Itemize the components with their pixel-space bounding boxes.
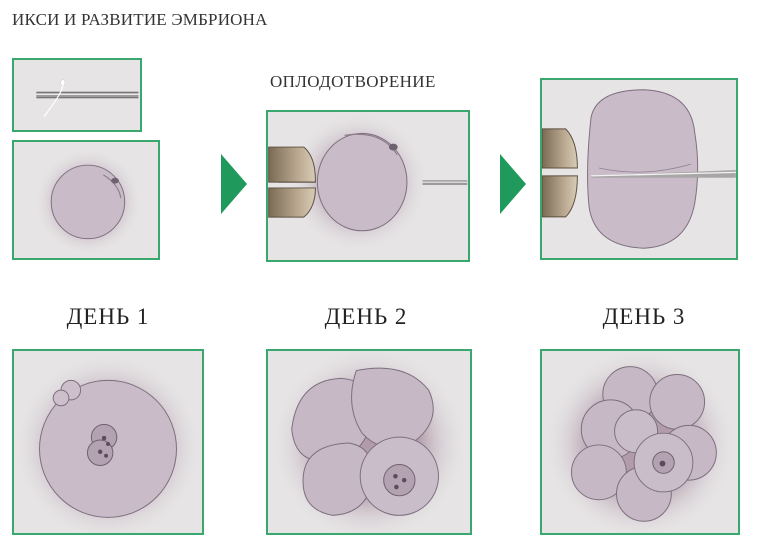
arrow-right-icon	[500, 154, 526, 214]
sperm-icon	[43, 79, 66, 118]
panel-egg	[12, 140, 160, 260]
day-3-label: ДЕНЬ 3	[602, 304, 686, 329]
zygote-illustration	[14, 351, 202, 533]
fertilization-illustration	[268, 112, 468, 260]
fertilization-label: ОПЛОДОТВОРЕНИЕ	[270, 72, 436, 91]
needle-icon	[422, 180, 468, 186]
day-2-label: ДЕНЬ 2	[324, 304, 408, 329]
injection-illustration	[542, 80, 736, 258]
pipette-icon	[542, 128, 578, 218]
panel-day-2	[266, 349, 472, 535]
page-title: ИКСИ И РАЗВИТИЕ ЭМБРИОНА	[12, 10, 268, 29]
pipette-icon	[268, 146, 316, 218]
panel-fertilization	[266, 110, 470, 262]
arrow-right-icon	[221, 154, 247, 214]
needle-icon	[591, 169, 736, 178]
needle-sperm-illustration	[15, 60, 139, 130]
four-cell-embryo-illustration	[268, 351, 470, 533]
panel-needle-sperm	[12, 58, 142, 132]
egg-illustration	[14, 142, 158, 258]
panel-day-1	[12, 349, 204, 535]
eight-cell-embryo-illustration	[542, 351, 738, 533]
panel-day-3	[540, 349, 740, 535]
day-1-label: ДЕНЬ 1	[66, 304, 150, 329]
panel-injection	[540, 78, 738, 260]
needle-icon	[36, 91, 139, 99]
